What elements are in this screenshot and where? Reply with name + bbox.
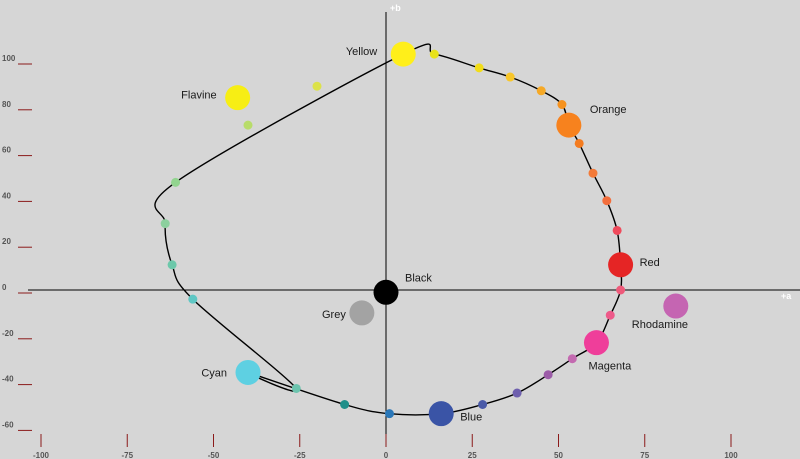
gamut-point xyxy=(616,285,626,295)
point-label-cyan: Cyan xyxy=(201,367,227,379)
y-tick-label: -60 xyxy=(2,420,14,429)
x-tick-label: 75 xyxy=(640,451,649,459)
x-tick-label: 0 xyxy=(384,451,389,459)
gamut-point xyxy=(160,219,170,229)
x-tick-label: -25 xyxy=(294,451,306,459)
y-tick-label: -40 xyxy=(2,375,14,384)
point-label-yellow: Yellow xyxy=(346,46,377,58)
y-tick-label: 60 xyxy=(2,146,11,155)
point-label-blue: Blue xyxy=(460,412,482,424)
gamut-point xyxy=(167,260,177,270)
gamut-point xyxy=(557,100,567,110)
gamut-point xyxy=(188,294,198,304)
point-label-flavine: Flavine xyxy=(181,90,216,102)
gamut-point xyxy=(384,409,394,419)
y-tick-label: 100 xyxy=(2,54,16,63)
gamut-point xyxy=(505,72,515,82)
gamut-point xyxy=(574,138,584,148)
point-orange xyxy=(556,112,582,138)
gamut-point xyxy=(478,400,488,409)
gamut-point xyxy=(312,81,322,91)
y-tick-label: 20 xyxy=(2,237,11,246)
point-label-magenta: Magenta xyxy=(588,361,632,373)
gamut-point xyxy=(340,400,350,409)
x-tick-label: -50 xyxy=(208,451,220,459)
x-tick-label: -75 xyxy=(121,451,133,459)
gamut-point xyxy=(171,177,181,187)
y-tick-label: 80 xyxy=(2,100,11,109)
gamut-point xyxy=(512,388,522,398)
point-label-orange: Orange xyxy=(590,104,627,116)
labeled-points: YellowFlavineOrangeRedBlackGreyRhodamine… xyxy=(181,41,689,427)
y-tick-label: -20 xyxy=(2,329,14,338)
point-yellow xyxy=(390,41,416,67)
point-grey xyxy=(349,300,375,326)
point-flavine xyxy=(225,85,251,111)
x-tick-label: -100 xyxy=(33,451,50,459)
point-label-black: Black xyxy=(405,272,432,284)
gamut-point xyxy=(291,383,301,393)
point-label-red: Red xyxy=(640,257,660,269)
gamut-point xyxy=(588,168,598,178)
point-blue xyxy=(428,401,454,427)
x-tick-label: 25 xyxy=(468,451,477,459)
gamut-point xyxy=(429,49,439,59)
point-rhodamine xyxy=(663,293,689,319)
y-tick-label: 0 xyxy=(2,283,7,292)
gamut-points xyxy=(160,49,626,419)
gamut-point xyxy=(612,225,622,235)
gamut-point xyxy=(567,354,577,364)
point-black xyxy=(373,279,399,305)
gamut-point xyxy=(602,196,612,206)
axes xyxy=(28,12,800,438)
gamut-curve xyxy=(154,43,623,416)
point-label-rhodamine: Rhodamine xyxy=(632,319,688,331)
point-red xyxy=(608,252,634,278)
point-magenta xyxy=(583,330,609,356)
gamut-point xyxy=(543,370,553,380)
y-tick-label: 40 xyxy=(2,191,11,200)
gamut-point xyxy=(536,86,546,96)
gamut-point xyxy=(243,120,253,130)
point-label-grey: Grey xyxy=(322,309,346,321)
point-cyan xyxy=(235,359,261,385)
ticks: 100 80 60 40 20 0 -20 -40 -60 -100 -75 -50 -25 0 25 50 7… xyxy=(2,54,738,459)
x-tick-label: 50 xyxy=(554,451,563,459)
x-axis-label: +a xyxy=(781,291,792,301)
gamut-curve-path xyxy=(154,43,623,416)
y-axis-label: +b xyxy=(390,3,401,13)
gamut-point xyxy=(474,63,484,73)
x-tick-label: 100 xyxy=(724,451,738,459)
gamut-point xyxy=(605,310,615,320)
